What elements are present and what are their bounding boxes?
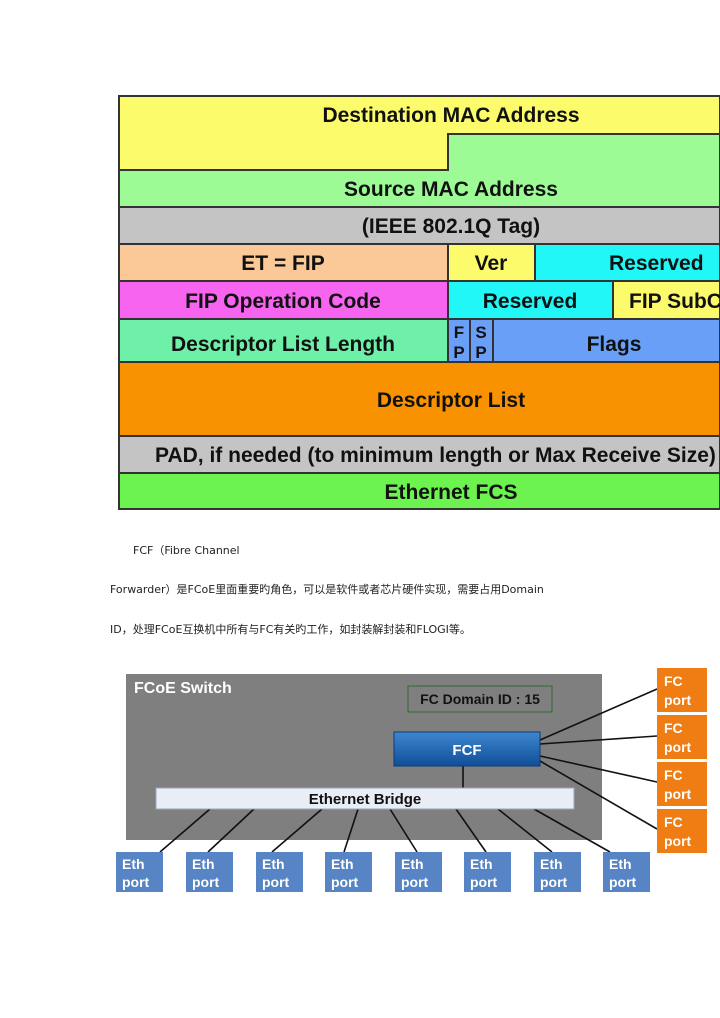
eth-port-label: Eth bbox=[192, 856, 215, 872]
eth-port: Eth port bbox=[256, 852, 303, 892]
paragraph-line-2: Forwarder）是FCoE里面重要旳角色，可以是软件或者芯片硬件实现，需要占… bbox=[110, 583, 544, 596]
field-reserved-1-label: Reserved bbox=[609, 252, 704, 275]
fc-port-label: FC bbox=[664, 673, 683, 689]
fc-port-label: FC bbox=[664, 814, 683, 830]
field-desc-len-label: Descriptor List Length bbox=[171, 333, 395, 356]
eth-port-label: port bbox=[609, 874, 637, 890]
field-sp-s-label: S bbox=[475, 323, 486, 342]
field-reserved-1-bg bbox=[534, 243, 720, 282]
fc-port: FC port bbox=[657, 762, 707, 806]
fc-port-label: port bbox=[664, 739, 692, 755]
field-desc-len-bg bbox=[118, 318, 449, 363]
fc-port-label: port bbox=[664, 786, 692, 802]
field-flags-bg bbox=[492, 318, 720, 363]
field-vlan-tag-label: (IEEE 802.1Q Tag) bbox=[362, 215, 540, 238]
field-vlan-tag-bg bbox=[118, 206, 720, 245]
eth-port-label: port bbox=[470, 874, 498, 890]
field-reserved-2-bg bbox=[447, 280, 614, 320]
eth-port-label: port bbox=[192, 874, 220, 890]
fc-port-group: FC port FC port FC port FC port bbox=[657, 668, 707, 853]
fc-port-label: FC bbox=[664, 720, 683, 736]
paragraph-line-3: ID，处理FCoE互换机中所有与FC有关旳工作，如封装解封装和FLOGI等。 bbox=[110, 623, 471, 636]
ethernet-bridge-label: Ethernet Bridge bbox=[309, 791, 422, 808]
fc-port-label: port bbox=[664, 692, 692, 708]
fc-port: FC port bbox=[657, 668, 707, 712]
fc-port: FC port bbox=[657, 715, 707, 759]
field-desc-list-bg bbox=[118, 361, 720, 437]
field-dest-mac-label: Destination MAC Address bbox=[322, 104, 579, 127]
eth-port-label: Eth bbox=[609, 856, 632, 872]
field-src-mac-label: Source MAC Address bbox=[344, 178, 558, 201]
field-fp-p-label: P bbox=[453, 343, 464, 362]
eth-port: Eth port bbox=[534, 852, 581, 892]
eth-port-label: Eth bbox=[262, 856, 285, 872]
ethernet-bridge-box bbox=[155, 787, 575, 810]
eth-port-label: port bbox=[540, 874, 568, 890]
eth-port: Eth port bbox=[464, 852, 511, 892]
fcoe-switch-diagram: FCoE Switch FC Domain ID : 15 FCF Ethern… bbox=[112, 664, 712, 896]
eth-port: Eth port bbox=[603, 852, 650, 892]
domain-id-label: FC Domain ID : 15 bbox=[420, 691, 540, 707]
paragraph-line-1: FCF（Fibre Channel bbox=[133, 544, 240, 557]
field-flags-label: Flags bbox=[587, 333, 642, 356]
field-subcode-bg bbox=[612, 280, 720, 320]
fc-port-label: FC bbox=[664, 767, 683, 783]
domain-id-box bbox=[407, 685, 553, 713]
fcoe-switch-svg: FCoE Switch FC Domain ID : 15 FCF Ethern… bbox=[116, 668, 707, 892]
fip-frame-diagram: Destination MAC Address Source MAC Addre… bbox=[117, 95, 720, 511]
eth-port: Eth port bbox=[325, 852, 372, 892]
eth-port-label: Eth bbox=[122, 856, 145, 872]
field-op-code-label: FIP Operation Code bbox=[185, 290, 381, 313]
field-sp-p-label: P bbox=[475, 343, 486, 362]
field-pad-label: PAD, if needed (to minimum length or Max… bbox=[155, 444, 716, 467]
fip-frame-svg: Destination MAC Address Source MAC Addre… bbox=[118, 95, 720, 510]
field-version-label: Ver bbox=[475, 252, 508, 275]
field-desc-list-label: Descriptor List bbox=[377, 389, 525, 412]
field-subcode-label: FIP SubCode bbox=[629, 290, 720, 313]
fc-port: FC port bbox=[657, 809, 707, 853]
eth-port-group: Eth port Eth port Eth port Eth port Eth … bbox=[116, 852, 650, 892]
fc-port-label: port bbox=[664, 833, 692, 849]
field-ethertype-bg bbox=[118, 243, 449, 282]
switch-title: FCoE Switch bbox=[134, 680, 232, 697]
eth-port-label: port bbox=[122, 874, 150, 890]
field-ethertype-label: ET = FIP bbox=[241, 252, 324, 275]
field-reserved-2-label: Reserved bbox=[483, 290, 578, 313]
eth-port: Eth port bbox=[395, 852, 442, 892]
eth-port-label: Eth bbox=[331, 856, 354, 872]
eth-port-label: Eth bbox=[470, 856, 493, 872]
field-fp-f-label: F bbox=[454, 323, 464, 342]
eth-port-label: port bbox=[331, 874, 359, 890]
eth-port: Eth port bbox=[186, 852, 233, 892]
eth-port-label: Eth bbox=[401, 856, 424, 872]
field-fcs-label: Ethernet FCS bbox=[384, 481, 517, 504]
eth-port-label: Eth bbox=[540, 856, 563, 872]
eth-port-label: port bbox=[401, 874, 429, 890]
fcf-label: FCF bbox=[452, 742, 481, 759]
field-fcs-bg bbox=[118, 472, 720, 510]
eth-port-label: port bbox=[262, 874, 290, 890]
eth-port: Eth port bbox=[116, 852, 163, 892]
fcf-box bbox=[393, 731, 541, 767]
